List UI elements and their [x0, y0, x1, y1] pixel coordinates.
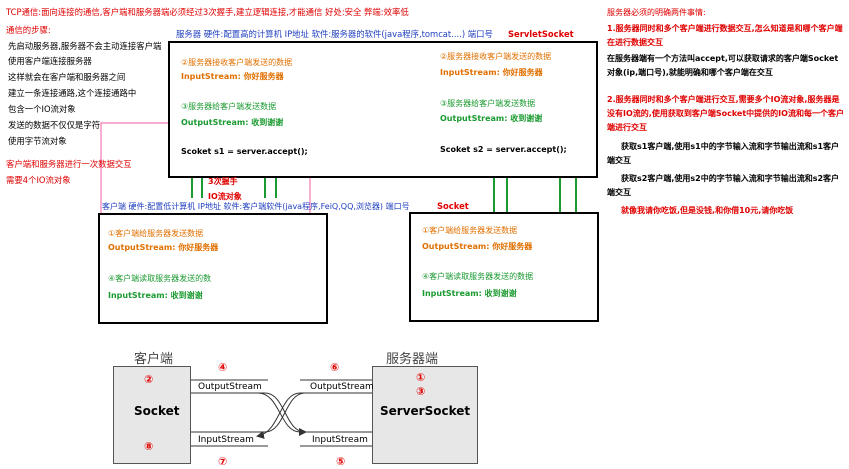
bottom-inputstream-right: InputStream: [312, 435, 368, 445]
server-box: [168, 41, 598, 178]
server-right-step2: ②服务器接收客户端发送的数据: [440, 52, 552, 61]
step-line-5: 包含一个IO流对象: [8, 104, 76, 114]
client-right-step1: ①客户端给服务器发送数据: [422, 226, 518, 235]
bottom-inputstream-left: InputStream: [198, 435, 254, 445]
server-right-accept-code: Scoket s2 = server.accept();: [440, 145, 567, 154]
client-server-note-1: 客户端和服务器进行一次数据交互: [6, 159, 132, 169]
server-right-step3: ③服务器给客户端发送数据: [440, 99, 536, 108]
client-right-inputstream: InputStream: 收到谢谢: [422, 289, 517, 298]
io-object-label: IO流对象: [208, 192, 242, 201]
bottom-outputstream-right: OutputStream: [310, 382, 374, 392]
client-class-name: Socket: [437, 201, 469, 211]
stream-cross-lines: [186, 381, 372, 439]
bottom-client-title: 客户端: [134, 352, 174, 367]
bottom-number-1: ①: [416, 371, 426, 384]
step-line-7: 使用字节流对象: [8, 136, 67, 146]
server-right-inputstream: InputStream: 你好服务器: [440, 68, 543, 77]
server-left-outputstream: OutputStream: 收到谢谢: [181, 118, 284, 127]
bottom-socket-box: [113, 366, 191, 464]
right-notes-point-3: 获取s1客户端,使用s1中的字节输入流和字节输出流和s1客户端交互: [607, 142, 840, 165]
client-left-step1: ①客户端给服务器发送数据: [108, 229, 204, 238]
client-left-step4: ④客户端读取服务器发送的数: [108, 274, 212, 283]
client-box-left: [98, 213, 328, 324]
bottom-number-3: ③: [416, 385, 426, 398]
client-box-right: [409, 212, 599, 322]
right-notes-point-1b: 在服务器端有一个方法叫accept,可以获取请求的客户端Socket对象(ip,…: [607, 54, 839, 77]
server-right-outputstream: OutputStream: 收到谢谢: [440, 114, 543, 123]
step-line-6: 发送的数据不仅仅是字符: [8, 120, 101, 130]
server-left-step3: ③服务器给客户端发送数据: [181, 102, 277, 111]
stream-arrow-ticks: [190, 379, 372, 447]
right-notes-point-4: 获取s2客户端,使用s2中的字节输入流和字节输出流和s2客户端交互: [607, 174, 840, 197]
client-left-inputstream: InputStream: 收到谢谢: [108, 291, 203, 300]
step-line-3: 这样就会在客户端和服务器之间: [8, 72, 126, 82]
bottom-number-2: ②: [144, 373, 154, 386]
server-class-name: ServletSocket: [508, 29, 574, 39]
right-notes-point-2: 2.服务器同时和多个客户端进行交互,需要多个IO流对象,服务器是没有IO流的,使…: [607, 95, 844, 132]
handshake-label: 3次握手: [208, 177, 238, 186]
right-notes-point-5: 就像我请你吃饭,但是没钱,和你借10元,请你吃饭: [621, 206, 794, 215]
server-left-inputstream: InputStream: 你好服务器: [181, 72, 284, 81]
bottom-number-4: ④: [218, 361, 228, 374]
bottom-serversocket-label: ServerSocket: [380, 404, 471, 418]
bottom-outputstream-left: OutputStream: [198, 382, 262, 392]
step-line-2: 使用客户端连接服务器: [8, 56, 92, 66]
server-left-accept-code: Scoket s1 = server.accept();: [181, 147, 308, 156]
right-notes-heading: 服务器必须的明确两件事情:: [607, 8, 706, 17]
bottom-server-title: 服务器端: [386, 352, 439, 367]
right-notes-point-1: 1.服务器同时和多个客户端进行数据交互,怎么知道是和哪个客户端在进行数据交互: [607, 24, 843, 47]
step-line-4: 建立一条连接通路,这个连接通路中: [8, 88, 137, 98]
bottom-socket-label: Socket: [134, 404, 180, 418]
client-right-step4: ④客户端读取服务器发送的数据: [422, 272, 534, 281]
bottom-number-7: ⑦: [218, 455, 228, 468]
client-server-note-2: 需要4个IO流对象: [6, 175, 71, 185]
client-right-outputstream: OutputStream: 你好服务器: [422, 242, 533, 251]
tcp-title: TCP通信:面向连接的通信,客户端和服务器端必须经过3次握手,建立逻辑连接,才能…: [6, 7, 409, 17]
bottom-number-5: ⑤: [336, 455, 346, 468]
server-header: 服务器 硬件:配置高的计算机 IP地址 软件:服务器的软件(java程序,tom…: [176, 29, 493, 39]
client-header: 客户端 硬件:配置低计算机 IP地址 软件:客户端软件(java程序,FeiQ,…: [102, 202, 410, 211]
step-line-1: 先启动服务器,服务器不会主动连接客户端: [8, 41, 162, 51]
bottom-number-8: ⑧: [144, 440, 154, 453]
client-left-outputstream: OutputStream: 你好服务器: [108, 243, 219, 252]
bottom-serversocket-box: [372, 366, 478, 464]
bottom-number-6: ⑥: [330, 361, 340, 374]
steps-heading: 通信的步骤:: [6, 25, 51, 35]
server-left-step2: ②服务器接收客户端发送的数据: [181, 58, 293, 67]
